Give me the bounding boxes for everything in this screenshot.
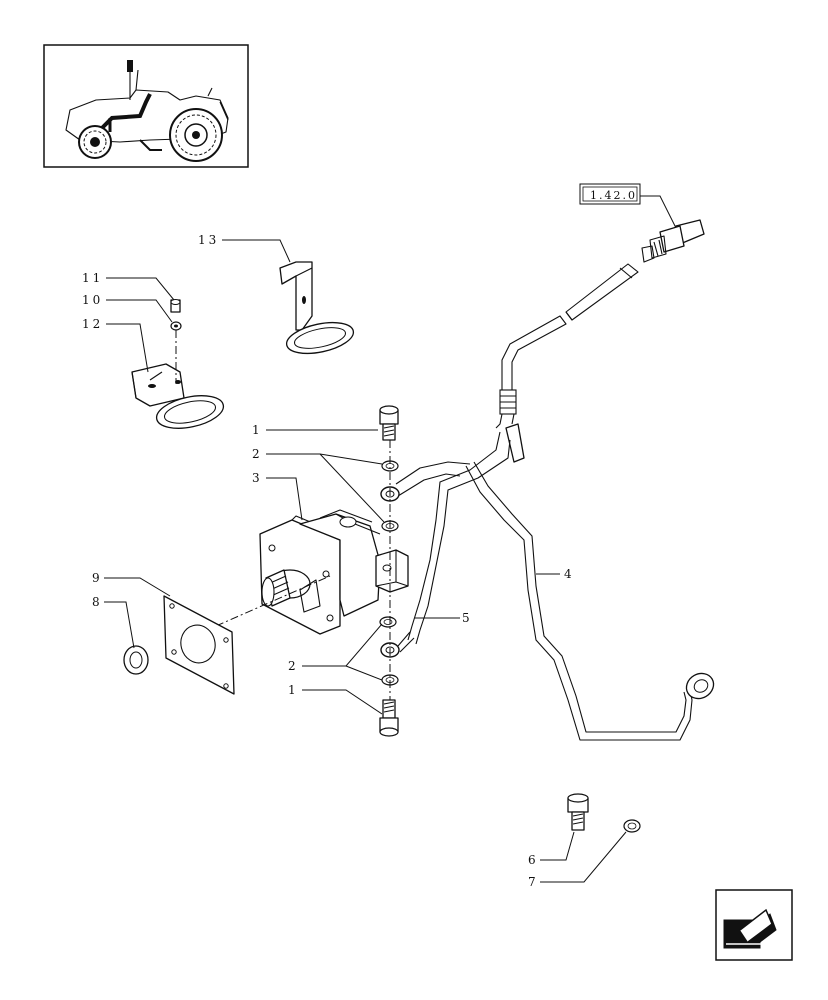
- washer-7: [623, 819, 641, 833]
- callout-2-top: 2: [252, 447, 263, 461]
- bolt-11: [170, 299, 181, 313]
- callout-11: 11: [82, 271, 103, 285]
- bracket-13: [279, 261, 355, 355]
- banjo-bolt-1-bottom: [379, 699, 399, 737]
- banjo-bolt-6: [567, 793, 589, 831]
- callout-6: 6: [528, 853, 539, 867]
- hose-4: [407, 263, 715, 741]
- callout-2-bottom: 2: [288, 659, 299, 673]
- callout-1-top: 1: [252, 423, 263, 437]
- callout-3: 3: [252, 471, 263, 485]
- reference-code: 1.42.0: [590, 189, 637, 202]
- callout-1-bottom: 1: [288, 683, 299, 697]
- tractor-thumbnail-icon[interactable]: [43, 44, 249, 168]
- washer-10: [170, 321, 182, 331]
- hose-fitting: [641, 219, 705, 263]
- hydraulic-pump-3: [259, 509, 409, 635]
- washer-2-c: [379, 616, 397, 628]
- callout-5: 5: [462, 611, 473, 625]
- leader-lines: [104, 239, 627, 883]
- callout-9: 9: [92, 571, 103, 585]
- reference-box[interactable]: 1.42.0: [579, 183, 641, 205]
- bracket-12: [131, 363, 225, 429]
- callout-7: 7: [528, 875, 539, 889]
- callout-4: 4: [564, 567, 575, 581]
- callout-10: 10: [82, 293, 103, 307]
- back-arrow-icon[interactable]: [715, 889, 793, 961]
- seal-8: [123, 645, 149, 675]
- banjo-bolt-1-top: [379, 405, 399, 441]
- callout-13: 13: [198, 233, 219, 247]
- callout-12: 12: [82, 317, 103, 331]
- gasket-9: [163, 595, 235, 695]
- callout-8: 8: [92, 595, 103, 609]
- washer-2-a: [381, 460, 399, 472]
